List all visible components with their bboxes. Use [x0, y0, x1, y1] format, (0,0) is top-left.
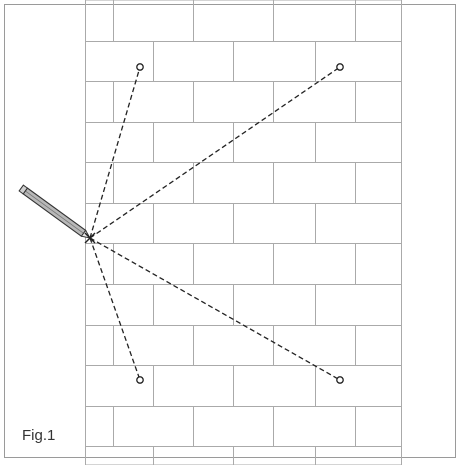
pencil-ridge	[25, 190, 84, 234]
marking-line-bottom-left	[89, 237, 141, 381]
pencil-icon	[18, 184, 91, 239]
target-circle-bottom-left	[136, 376, 144, 384]
target-circle-top-right	[336, 63, 344, 71]
target-circle-bottom-right	[336, 376, 344, 384]
center-cross-marker	[84, 232, 96, 244]
figure-label: Fig.1	[22, 427, 56, 444]
marking-line-top-left	[89, 66, 141, 239]
pencil-end-cap	[18, 184, 29, 195]
marking-line-bottom-right	[89, 237, 341, 381]
brick-wall	[85, 0, 402, 465]
figure-border	[4, 4, 456, 458]
wall-outline	[85, 0, 402, 465]
marking-line-top-right	[89, 66, 341, 239]
marking-lines	[89, 66, 341, 381]
target-circle-top-left	[136, 63, 144, 71]
